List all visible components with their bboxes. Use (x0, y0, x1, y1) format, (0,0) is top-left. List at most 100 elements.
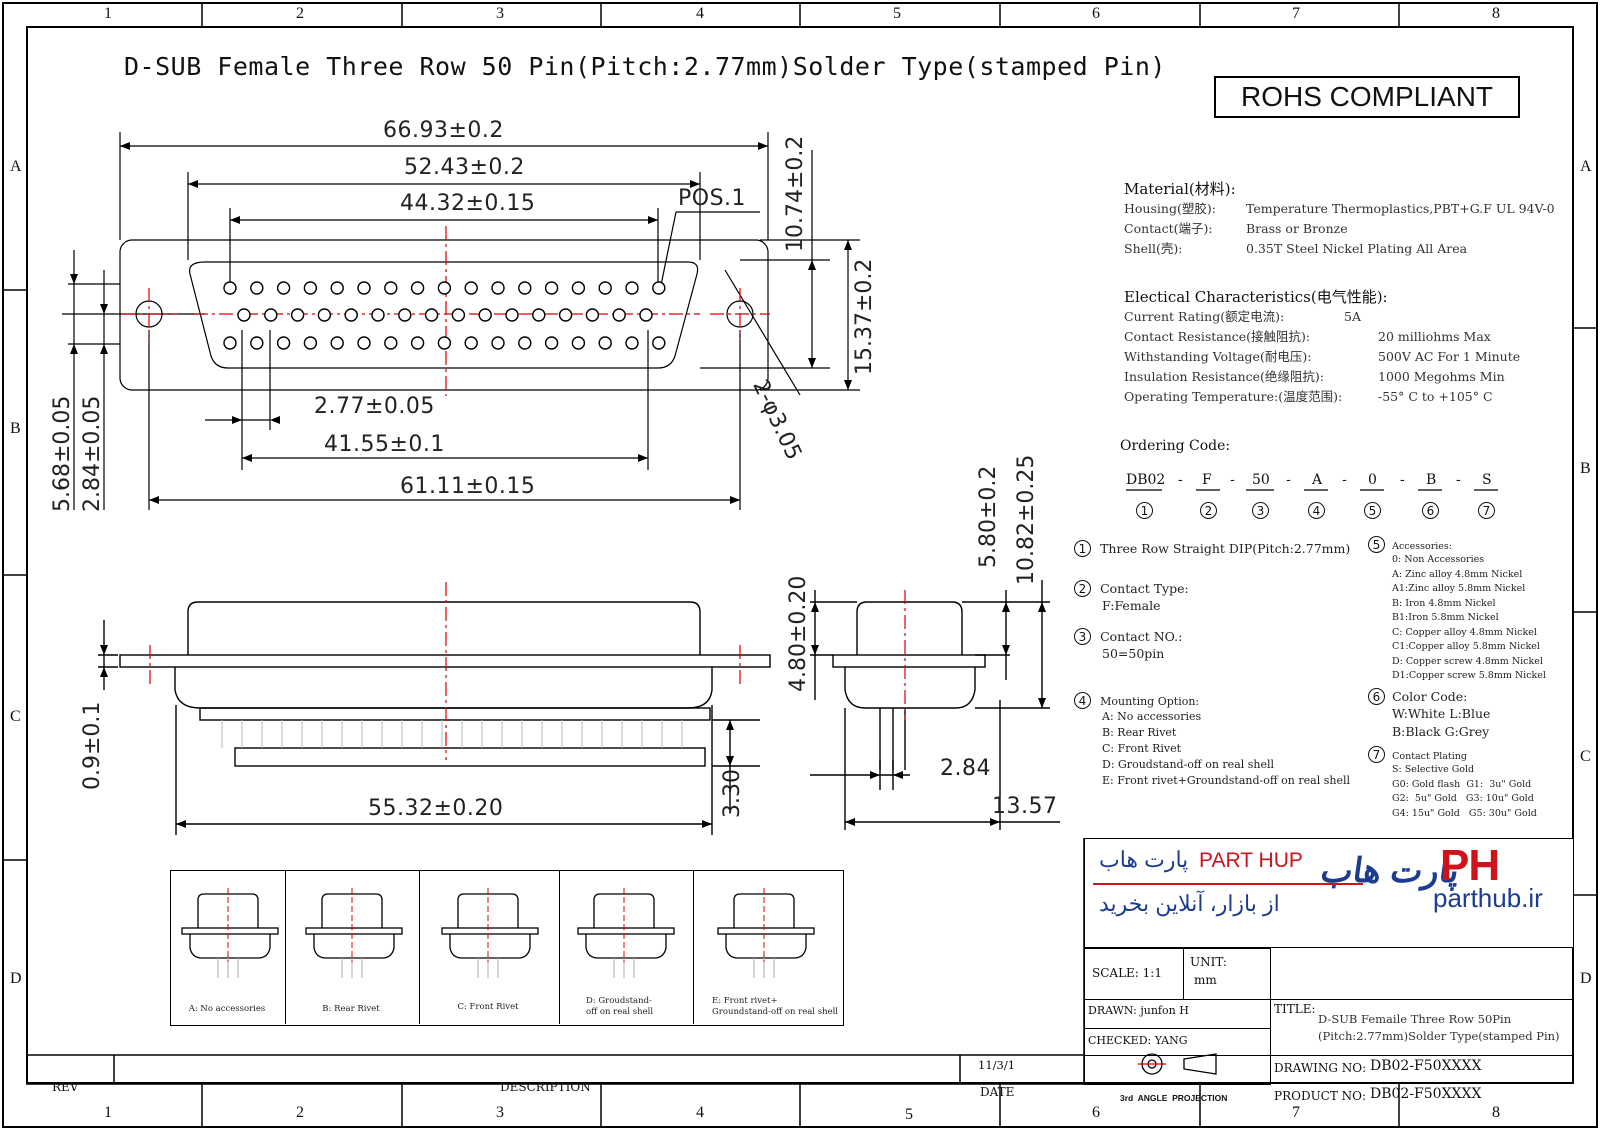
zone-right-a: A (1580, 158, 1592, 175)
dim-end-width: 13.57 (992, 794, 1058, 819)
note-4-line-5: D: Groudstand-off on real shell (1102, 758, 1275, 771)
note-5: 5 Accessories: 0: Non Accessories A: Zin… (1368, 534, 1546, 684)
code-num-4: 4 (1308, 502, 1325, 519)
contact-hole (558, 308, 573, 322)
zone-top-1: 1 (104, 5, 112, 22)
material-row-contact: Contact(端子):Brass or Bronze (1124, 219, 1564, 239)
mounting-options-table (170, 870, 844, 1026)
contact-hole (585, 308, 600, 322)
tb-title-line-1: D-SUB Femaile Three Row 50Pin (1318, 1012, 1512, 1026)
contact-hole (357, 336, 371, 350)
zone-top-3: 3 (496, 5, 504, 22)
electrical-row-resistance: Contact Resistance(接触阻抗):20 milliohms Ma… (1124, 327, 1564, 347)
brand-logo-ph: PH (1440, 841, 1500, 890)
material-contact-value: Brass or Bronze (1246, 221, 1348, 236)
note-5-line-7: C: Copper alloy 4.8mm Nickel (1392, 626, 1537, 638)
note-6-line-2: W:White L:Blue (1392, 706, 1491, 721)
contact-resistance-label: Contact Resistance(接触阻抗): (1124, 329, 1311, 344)
zone-right-c: C (1580, 748, 1591, 765)
insulation-resistance-value: 1000 Megohms Min (1378, 369, 1505, 384)
option-cell-b (285, 871, 420, 1024)
zone-bottom-5: 5 (905, 1106, 913, 1123)
contact-hole (317, 308, 332, 322)
code-sep: - (1400, 472, 1405, 488)
contact-hole (532, 308, 546, 322)
brand-fa-slogan: از بازار، آنلاین بخرید (1099, 891, 1280, 916)
code-sep: - (1178, 472, 1183, 488)
brand-fa-title: پارت هاب (1099, 847, 1189, 872)
electrical-section: Electical Characteristics(电气性能): Current… (1124, 286, 1564, 407)
material-row-shell: Shell(壳):0.35T Steel Nickel Plating All … (1124, 239, 1564, 259)
brand-website[interactable]: parthub.ir (1433, 883, 1543, 913)
tb-checked: CHECKED: YANG (1088, 1034, 1188, 1047)
dim-row-span: 41.55±0.1 (324, 432, 445, 457)
note-5-line-5: B: Iron 4.8mm Nickel (1392, 597, 1496, 609)
option-label-c: C: Front Rivet (457, 1002, 519, 1012)
material-housing-value: Temperature Thermoplastics,PBT+G.F UL 94… (1246, 201, 1555, 216)
contact-hole (652, 336, 666, 350)
option-cell-a (171, 871, 286, 1024)
contact-hole (491, 281, 505, 295)
note-5-line-2: 0: Non Accessories (1392, 554, 1485, 565)
inner-frame (26, 26, 1574, 1084)
zone-top-8: 8 (1492, 5, 1500, 22)
note-2-num: 2 (1074, 580, 1091, 597)
material-row-housing: Housing(塑胶):Temperature Thermoplastics,P… (1124, 199, 1564, 219)
zone-top-6: 6 (1092, 5, 1100, 22)
zone-top-5: 5 (893, 5, 901, 22)
material-section: Material(材料): Housing(塑胶):Temperature Th… (1124, 178, 1564, 259)
contact-hole (330, 336, 344, 350)
code-underlines (1126, 489, 1498, 491)
code-sep: - (1230, 472, 1235, 488)
dim-pitch: 2.77±0.05 (314, 394, 435, 419)
note-4-line-3: B: Rear Rivet (1102, 726, 1177, 739)
code-num-6: 6 (1422, 502, 1439, 519)
note-6-num: 6 (1368, 688, 1385, 705)
contact-hole (424, 308, 439, 322)
contact-hole (303, 336, 318, 350)
contact-hole (625, 336, 639, 350)
note-1-num: 1 (1074, 540, 1091, 557)
rohs-text: ROHS COMPLIANT (1240, 81, 1494, 112)
note-5-line-9: D: Copper screw 4.8mm Nickel (1392, 655, 1543, 667)
option-label-a: A: No accessories (188, 1004, 266, 1014)
note-2: 2 Contact Type: F:Female (1074, 578, 1189, 615)
code-part-5: 0 (1368, 472, 1377, 488)
note-7-line-2: S: Selective Gold (1392, 764, 1475, 775)
option-label-d: D: Groudstand- off on real shell (586, 996, 654, 1017)
code-num-1: 1 (1136, 502, 1153, 519)
code-num-2: 2 (1200, 502, 1217, 519)
tb-unit-value: mm (1194, 973, 1217, 987)
contact-hole (598, 336, 612, 350)
contact-hole (276, 281, 291, 295)
description-label: DESCRIPTION (500, 1080, 591, 1094)
electrical-heading: Electical Characteristics(电气性能): (1124, 288, 1388, 306)
tb-scale: SCALE: 1:1 (1092, 966, 1162, 980)
contact-hole (437, 336, 452, 350)
zone-left-a: A (10, 158, 22, 175)
contact-hole (357, 281, 371, 295)
dim-shell-width: 52.43±0.2 (404, 155, 525, 180)
rev-label: REV (52, 1080, 79, 1094)
note-5-line-1: Accessories: (1392, 541, 1452, 552)
tb-drawn: DRAWN: junfon H (1088, 1004, 1189, 1017)
option-label-b: B: Rear Rivet (322, 1004, 380, 1014)
ordering-code: DB02 - F - 50 - A - 0 - B - S 1 2 3 4 5 … (1124, 468, 1504, 528)
material-heading: Material(材料): (1124, 180, 1236, 198)
zone-right-d: D (1580, 970, 1592, 987)
note-4-line-6: E: Front rivet+Groundstand-off on real s… (1102, 774, 1350, 787)
contact-hole (290, 308, 305, 322)
contact-hole (571, 281, 586, 295)
note-3-num: 3 (1074, 628, 1091, 645)
operating-temperature-label: Operating Temperature:(温度范围): (1124, 389, 1343, 404)
note-6-line-3: B:Black G:Grey (1392, 724, 1490, 739)
electrical-row-insulation: Insulation Resistance(绝缘阻抗):1000 Megohms… (1124, 367, 1564, 387)
zone-bottom-7: 7 (1292, 1104, 1300, 1121)
note-2-line-1: Contact Type: (1100, 581, 1189, 596)
third-angle-projection-icon (1138, 1053, 1217, 1075)
